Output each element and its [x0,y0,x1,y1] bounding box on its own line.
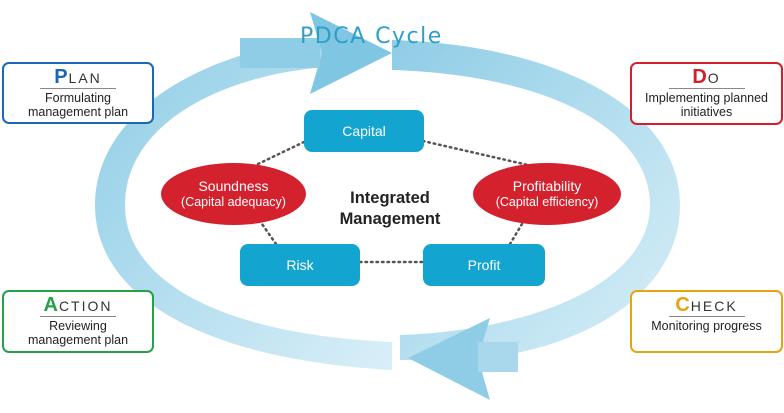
phase-plan-rest: LAN [68,70,102,86]
connector-capital-profitability [421,139,530,167]
node-profitability-label: Profitability [512,178,582,194]
phase-plan-heading: PLAN [4,66,152,89]
phase-do-heading: DO [632,66,781,89]
cycle-ring [95,38,392,370]
phase-check-description-line: Monitoring progress [651,319,762,333]
cycle-arrowhead-bottom [408,318,490,400]
cycle-title: PDCA Cycle [300,24,443,49]
phase-do-description: Implementing planned initiatives [632,91,781,119]
phase-check-description: Monitoring progress [632,319,781,333]
phase-plan-box: PLAN Formulating management plan [2,62,154,124]
phase-do-initial: D [692,66,708,88]
connector-risk-soundness [260,222,278,246]
phase-action-underline [40,316,116,317]
phase-plan-description-line: management plan [27,105,129,119]
phase-check-underline [668,316,745,317]
phase-action-description: Reviewing management plan [4,319,152,347]
phase-check-rest: HECK [690,298,738,314]
phase-do-box: DO Implementing planned initiatives [630,62,783,125]
center-label-line: Management [339,210,441,228]
node-capital: Capital [304,110,424,152]
node-soundness: Soundness (Capital adequacy) [161,163,306,225]
phase-action-box: ACTION Reviewing management plan [2,290,154,353]
phase-plan-description: Formulating management plan [4,91,152,119]
center-label-line: Integrated [350,189,430,207]
phase-plan-description-line: Formulating [45,91,111,105]
phase-do-underline [668,88,745,89]
phase-check-box: CHECK Monitoring progress [630,290,783,353]
cycle-ring [392,40,680,360]
phase-action-initial: A [43,294,59,316]
phase-action-heading: ACTION [4,294,152,317]
phase-action-description-line: management plan [27,333,129,347]
node-risk: Risk [240,244,360,286]
phase-plan-initial: P [54,66,69,88]
cycle-band-top [240,38,320,68]
node-profitability-sub: (Capital efficiency) [495,195,599,209]
phase-do-description-line: Implementing planned [645,91,768,105]
phase-action-description-line: Reviewing [49,319,107,333]
node-soundness-label: Soundness [198,178,269,194]
phase-action-rest: CTION [58,298,113,314]
connector-profitability-profit [508,222,524,246]
phase-do-description-line: initiatives [680,105,733,119]
phase-plan-underline [40,88,116,89]
node-profitability: Profitability (Capital efficiency) [473,163,621,225]
connector-soundness-capital [256,139,308,166]
center-label: Integrated Management [320,188,460,230]
cycle-band-bottom [478,342,518,372]
phase-do-rest: O [707,70,721,86]
node-soundness-sub: (Capital adequacy) [181,195,286,209]
phase-check-heading: CHECK [632,294,781,317]
phase-check-initial: C [675,294,691,316]
cycle-arrowhead-top [310,12,392,94]
node-profit: Profit [423,244,545,286]
